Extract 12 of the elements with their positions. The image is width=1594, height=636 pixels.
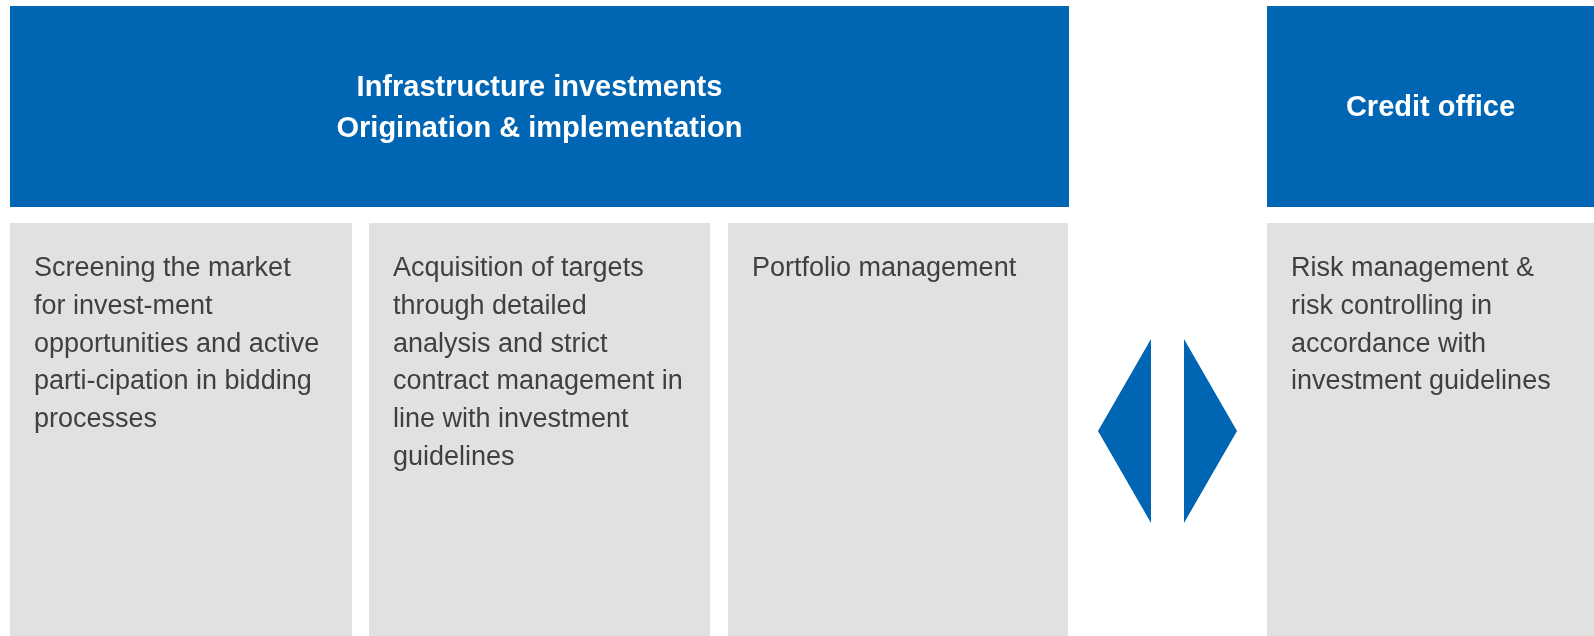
header-banner: [1267, 6, 1594, 207]
text-panel: [728, 223, 1068, 636]
header-banner: [10, 6, 1069, 207]
description-text: Risk management & risk controlling in accordance with investment guidelines: [1291, 251, 1552, 398]
text-panel: [1267, 223, 1594, 636]
heading: Credit office: [1345, 89, 1516, 125]
text-panel: [369, 223, 710, 636]
description-text: Portfolio management: [752, 251, 1018, 284]
description-text: Acquisition of targets through detailed analysis and strict contract management in line with investment guidelines: [393, 251, 683, 473]
description-text: Screening the market for invest-ment opportunities and active parti-cipation in bidding processes: [34, 251, 321, 436]
heading: Infrastructure investments Origination & implementation: [335, 68, 744, 145]
text-panel: [10, 223, 352, 636]
